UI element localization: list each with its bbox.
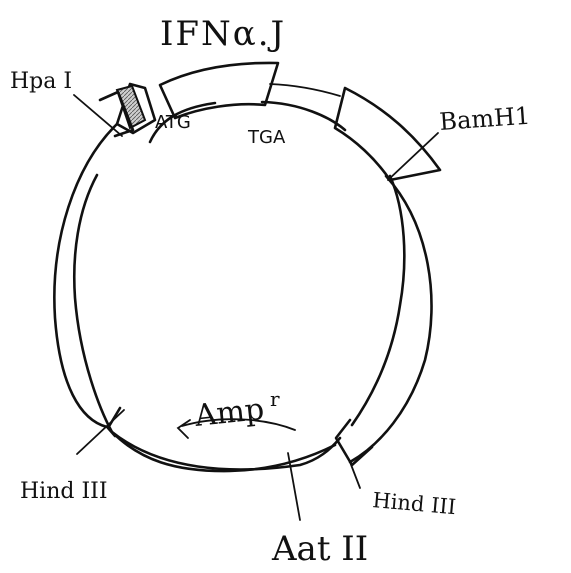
- hind3-left-box-edge: [106, 406, 122, 438]
- plasmid-outer-ring-top: [269, 83, 341, 97]
- hpa1-site-label: Hpa I: [10, 69, 72, 94]
- hind3-right-marker-line: [349, 461, 361, 489]
- plasmid-inner-ring-lower: [110, 430, 337, 473]
- aat2-marker-line: [287, 452, 301, 521]
- aat2-site-label: Aat II: [271, 529, 368, 569]
- bamh1-site-label: BamH1: [438, 102, 531, 136]
- ampr-arrowhead: [176, 419, 191, 439]
- ifn-gene-label: IFNα.J: [160, 14, 286, 54]
- hpa1-box-edge: [98, 90, 135, 138]
- bamh1-marker-line: [387, 132, 439, 181]
- plasmid-outer-ring-right: [348, 174, 433, 464]
- start-codon-label: ATG: [155, 112, 191, 133]
- hind3-left-marker-line: [76, 409, 125, 455]
- hind3-left-site-label: Hind III: [20, 479, 108, 504]
- ampr-label: Amp: [192, 392, 266, 434]
- ampr-arrow: [181, 418, 296, 431]
- bamh1-segment-box: [333, 86, 442, 182]
- stop-codon-label: TGA: [247, 127, 286, 148]
- hind3-right-box: [334, 418, 374, 467]
- hind3-right-site-label: Hind III: [372, 488, 457, 519]
- ampr-superscript: r: [270, 387, 280, 411]
- hpa1-marker-line: [73, 94, 123, 137]
- plasmid-outer-ring-left: [53, 122, 119, 429]
- ifn-gene-box: [158, 61, 280, 120]
- hatched-insert-region: [115, 84, 147, 130]
